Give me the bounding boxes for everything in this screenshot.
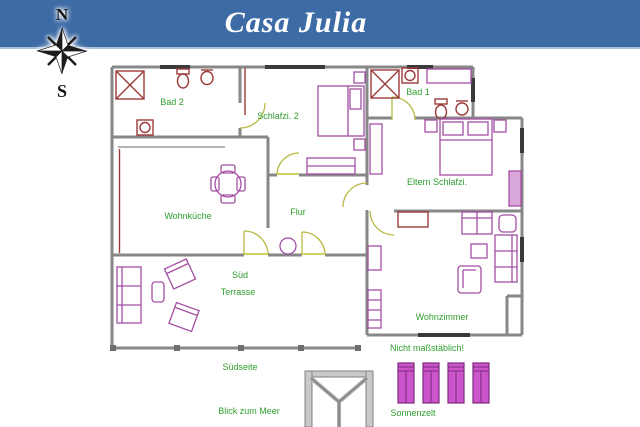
room-label-wohnkueche: Wohnküche	[164, 211, 211, 221]
compass-star	[36, 27, 88, 75]
shelf-icon	[367, 245, 382, 271]
sofa-icon	[116, 266, 142, 324]
sun-loungers	[397, 362, 490, 404]
room-label-wohnzimmer: Wohnzimmer	[416, 312, 469, 322]
washing-machine-icon	[401, 67, 419, 84]
nightstand-icon	[353, 138, 366, 151]
side-table-icon	[151, 281, 165, 303]
compass-rose-icon: N S	[36, 5, 88, 101]
dresser-icon	[369, 123, 383, 175]
sofa-icon	[494, 234, 518, 283]
plant-icon	[279, 237, 297, 255]
nightstand-icon	[424, 119, 438, 133]
compass-south-label: S	[57, 81, 67, 101]
shelf-icon	[367, 289, 382, 329]
sun-tent-frame	[304, 370, 374, 427]
room-label-bad2: Bad 2	[160, 97, 184, 107]
bench-icon	[306, 157, 356, 175]
annotation-blick-zum-meer: Blick zum Meer	[218, 406, 280, 416]
annotation-not-to-scale: Nicht maßstäblich!	[390, 343, 464, 353]
dining-table-icon	[210, 164, 246, 204]
kitchen-counter	[118, 68, 246, 253]
nightstand-icon	[493, 119, 507, 133]
room-label-sued-terrasse-line1: Süd	[232, 270, 248, 280]
bed-icon	[317, 85, 365, 137]
room-label-bad1: Bad 1	[406, 87, 430, 97]
sink-icon	[455, 100, 469, 116]
lounger-icon	[397, 362, 415, 404]
shower-icon	[370, 69, 400, 99]
armchair-icon	[163, 258, 197, 290]
sink-icon	[200, 69, 214, 86]
room-label-eltern-schlafzi: Eltern Schlafzi.	[407, 177, 467, 187]
shower-icon	[115, 70, 145, 100]
bath-fixtures	[115, 67, 469, 228]
room-label-sued-terrasse-line2: Terrasse	[221, 287, 256, 297]
toilet-icon	[434, 98, 448, 120]
nightstand-icon	[353, 71, 366, 84]
header-bar	[0, 0, 640, 49]
compass-north-label: N	[56, 5, 69, 24]
double-bed-icon	[439, 118, 493, 176]
doors	[239, 96, 416, 256]
room-label-flur: Flur	[290, 207, 306, 217]
lounger-icon	[422, 362, 440, 404]
windows	[160, 65, 524, 337]
bench-icon	[397, 211, 429, 228]
annotation-sonnenzelt: Sonnenzelt	[390, 408, 436, 418]
armchair-icon	[168, 301, 200, 333]
lounger-icon	[447, 362, 465, 404]
armchair-icon	[457, 265, 482, 294]
coffee-table-icon	[470, 243, 488, 259]
annotation-suedseite: Südseite	[222, 362, 257, 372]
walls	[110, 65, 524, 350]
wardrobe-icon	[508, 170, 522, 207]
toilet-icon	[176, 68, 190, 89]
lounger-icon	[472, 362, 490, 404]
sofa-icon	[461, 211, 493, 235]
furniture	[116, 68, 522, 333]
shelf-icon	[426, 68, 472, 84]
terrace-posts	[110, 345, 361, 351]
washing-machine-icon	[136, 119, 154, 136]
side-table-icon	[498, 214, 517, 233]
page-title: Casa Julia	[224, 6, 368, 39]
room-label-schlafzi2: Schlafzi. 2	[257, 111, 299, 121]
